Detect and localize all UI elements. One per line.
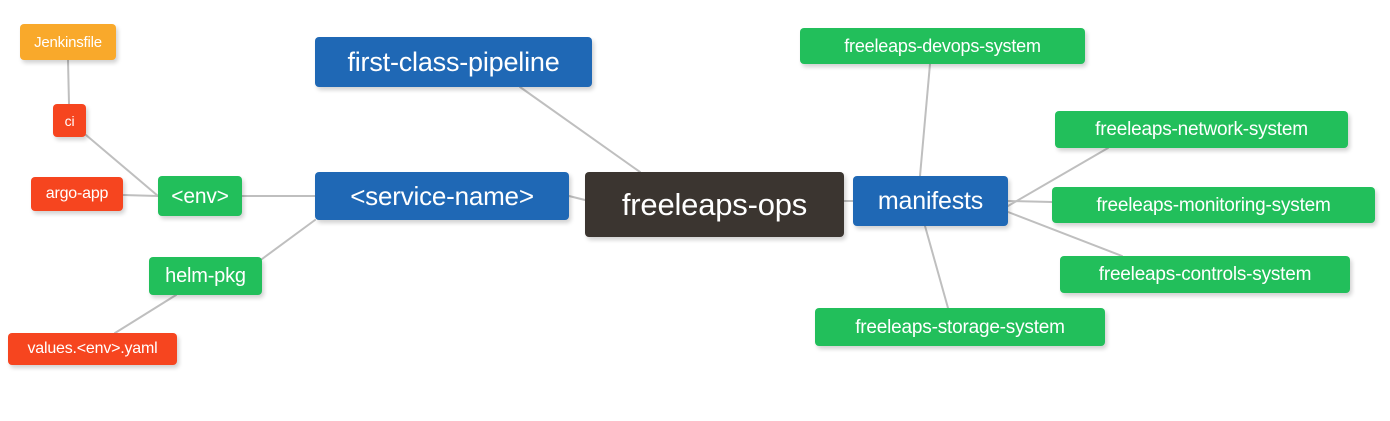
mindmap-node-manifests[interactable]: manifests xyxy=(853,176,1008,226)
edge-service-name-to-freeleaps-ops xyxy=(568,195,586,201)
mindmap-node-helm-pkg[interactable]: helm-pkg xyxy=(149,257,262,295)
mindmap-node-controls-system[interactable]: freeleaps-controls-system xyxy=(1060,256,1350,293)
mindmap-node-argo-app[interactable]: argo-app xyxy=(31,177,123,211)
edge-service-name-to-helm-pkg xyxy=(261,219,316,260)
edge-first-class-pipeline-to-freeleaps-ops xyxy=(519,86,641,173)
mindmap-node-storage-system[interactable]: freeleaps-storage-system xyxy=(815,308,1105,346)
mindmap-node-jenkinsfile[interactable]: Jenkinsfile xyxy=(20,24,116,60)
edge-argo-app-to-env xyxy=(122,194,159,197)
mindmap-node-values-env-yaml[interactable]: values.<env>.yaml xyxy=(8,333,177,365)
mindmap-node-env[interactable]: <env> xyxy=(158,176,242,216)
mindmap-node-monitoring-system[interactable]: freeleaps-monitoring-system xyxy=(1052,187,1375,223)
edge-manifests-to-storage-system xyxy=(924,225,949,309)
mindmap-node-first-class-pipeline[interactable]: first-class-pipeline xyxy=(315,37,592,87)
edge-manifests-to-devops-system xyxy=(919,63,931,177)
edge-jenkinsfile-to-ci xyxy=(67,59,70,105)
edge-manifests-to-monitoring-system xyxy=(1007,200,1053,203)
edge-helm-pkg-to-values-env-yaml xyxy=(114,294,177,334)
mindmap-node-service-name[interactable]: <service-name> xyxy=(315,172,569,220)
mindmap-node-freeleaps-ops[interactable]: freeleaps-ops xyxy=(585,172,844,237)
mindmap-node-ci[interactable]: ci xyxy=(53,104,86,137)
mindmap-node-network-system[interactable]: freeleaps-network-system xyxy=(1055,111,1348,148)
mindmap-node-devops-system[interactable]: freeleaps-devops-system xyxy=(800,28,1085,64)
